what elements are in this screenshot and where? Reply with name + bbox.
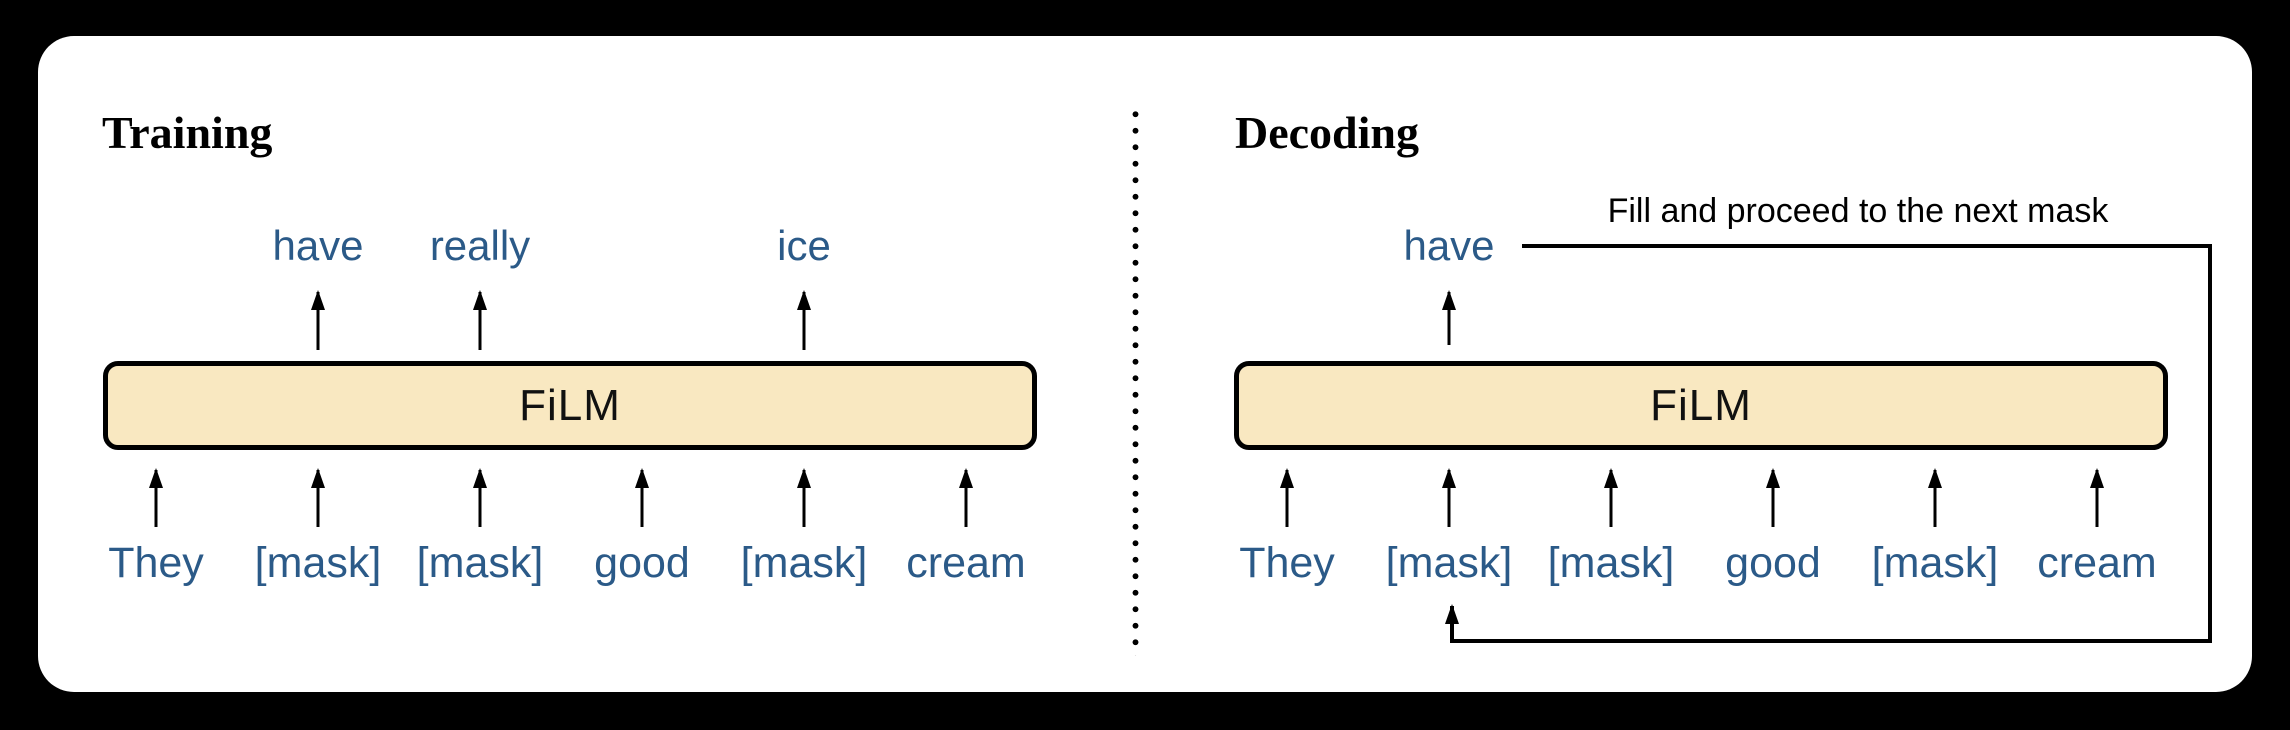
- input-token: [mask]: [254, 539, 382, 587]
- decoding-title: Decoding: [1235, 107, 1419, 158]
- input-token: good: [1725, 539, 1821, 587]
- input-token: They: [108, 539, 204, 587]
- film-box-training: FiLM: [103, 361, 1037, 450]
- output-token: have: [272, 222, 364, 269]
- input-token: [mask]: [1547, 539, 1675, 587]
- feedback-annotation: Fill and proceed to the next mask: [1607, 192, 2109, 230]
- film-box-decoding: FiLM: [1234, 361, 2168, 450]
- film-label: FiLM: [519, 380, 621, 430]
- output-token: ice: [777, 222, 831, 269]
- input-token: cream: [906, 539, 1026, 587]
- output-token: really: [429, 222, 531, 269]
- input-token: [mask]: [740, 539, 868, 587]
- input-token: [mask]: [416, 539, 544, 587]
- input-token: good: [594, 539, 690, 587]
- input-token: [mask]: [1871, 539, 1999, 587]
- training-title: Training: [102, 107, 273, 158]
- output-token: have: [1403, 222, 1495, 269]
- panel-divider: [1132, 106, 1139, 656]
- film-label: FiLM: [1650, 380, 1752, 430]
- input-token: [mask]: [1385, 539, 1513, 587]
- input-token: cream: [2037, 539, 2157, 587]
- input-token: They: [1239, 539, 1335, 587]
